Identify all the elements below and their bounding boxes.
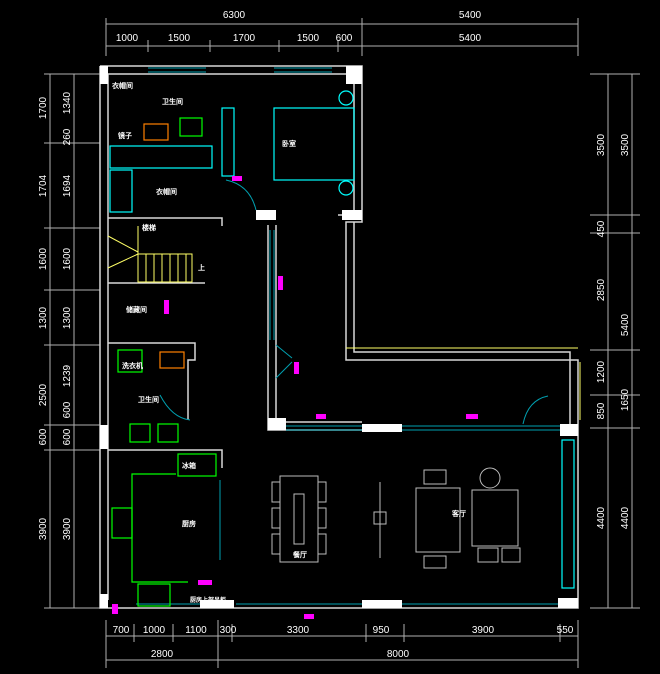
furniture — [109, 90, 575, 589]
walls — [99, 65, 579, 609]
dim-label: 1239 — [62, 364, 73, 387]
dimension-labels: 6300 5400 1000 1500 1700 1500 600 5400 1… — [38, 10, 631, 660]
dim-label: 3900 — [472, 625, 495, 636]
room-label-bathroom-2: 卫生间 — [138, 395, 159, 404]
stairs — [107, 226, 581, 420]
dim-label: 3900 — [62, 517, 73, 540]
label-stair-up: 上 — [198, 263, 205, 272]
dim-label: 2850 — [596, 278, 607, 301]
dim-label: 600 — [62, 401, 73, 418]
room-label-storage: 储藏间 — [125, 305, 147, 314]
label-fridge: 冰箱 — [182, 461, 196, 470]
dim-label: 1704 — [38, 174, 49, 197]
dim-label: 1000 — [143, 625, 166, 636]
dim-label: 600 — [62, 428, 73, 445]
dim-label: 600 — [336, 33, 353, 44]
dim-label: 1200 — [596, 360, 607, 383]
dim-label: 3300 — [287, 625, 310, 636]
dim-label: 700 — [113, 625, 130, 636]
dim-label: 1300 — [62, 306, 73, 329]
dim-label: 1694 — [62, 174, 73, 197]
dimension-lines — [44, 18, 640, 668]
tags — [112, 176, 478, 619]
dim-label: 4400 — [620, 506, 631, 529]
dim-label: 850 — [596, 402, 607, 419]
dim-label: 6300 — [223, 10, 246, 21]
dim-label: 3500 — [596, 133, 607, 156]
orange-fixtures — [143, 123, 185, 369]
dim-label: 1300 — [38, 306, 49, 329]
dim-label: 1000 — [116, 33, 139, 44]
dim-label: 1340 — [62, 91, 73, 114]
label-pantry: 厨房上部吊柜 — [190, 596, 226, 604]
dim-label: 3500 — [620, 133, 631, 156]
dim-label: 1500 — [168, 33, 191, 44]
dim-label: 5400 — [459, 10, 482, 21]
dim-label: 600 — [38, 428, 49, 445]
label-mirror: 镜子 — [118, 131, 132, 140]
fixtures — [111, 117, 217, 607]
dim-label: 2500 — [38, 383, 49, 406]
room-label-living: 客厅 — [451, 509, 466, 518]
dim-label: 1600 — [62, 247, 73, 270]
dim-label: 2800 — [151, 649, 174, 660]
dim-label: 1700 — [38, 96, 49, 119]
dim-label: 8000 — [387, 649, 410, 660]
dim-label: 550 — [557, 625, 574, 636]
windows-and-doors — [136, 67, 560, 605]
room-label-dining: 餐厅 — [292, 550, 307, 559]
room-label-bedroom: 卧室 — [282, 139, 296, 148]
dining-living-furniture — [271, 467, 521, 569]
dim-label: 260 — [62, 128, 73, 145]
dim-label: 5400 — [620, 313, 631, 336]
room-label-cloak: 衣帽间 — [112, 81, 133, 90]
room-label-closet: 衣帽间 — [156, 187, 177, 196]
wall-columns — [100, 66, 578, 608]
room-label-kitchen: 厨房 — [182, 519, 196, 528]
dim-label: 1650 — [620, 388, 631, 411]
dim-label: 450 — [596, 220, 607, 237]
dim-label: 1600 — [38, 247, 49, 270]
dim-label: 3900 — [38, 517, 49, 540]
room-label-bathroom: 卫生间 — [162, 97, 183, 106]
dim-label: 4400 — [596, 506, 607, 529]
label-washer: 洗衣机 — [122, 361, 143, 370]
dim-label: 950 — [373, 625, 390, 636]
dim-label: 1700 — [233, 33, 256, 44]
room-labels: 衣帽间 卫生间 镜子 卧室 衣帽间 楼梯 上 储藏间 洗衣机 卫生间 冰箱 厨房… — [112, 81, 466, 604]
dim-label: 300 — [220, 625, 237, 636]
dim-label: 1100 — [185, 625, 207, 636]
dim-label: 5400 — [459, 33, 482, 44]
dim-label: 1500 — [297, 33, 320, 44]
room-label-stairs: 楼梯 — [142, 223, 156, 232]
